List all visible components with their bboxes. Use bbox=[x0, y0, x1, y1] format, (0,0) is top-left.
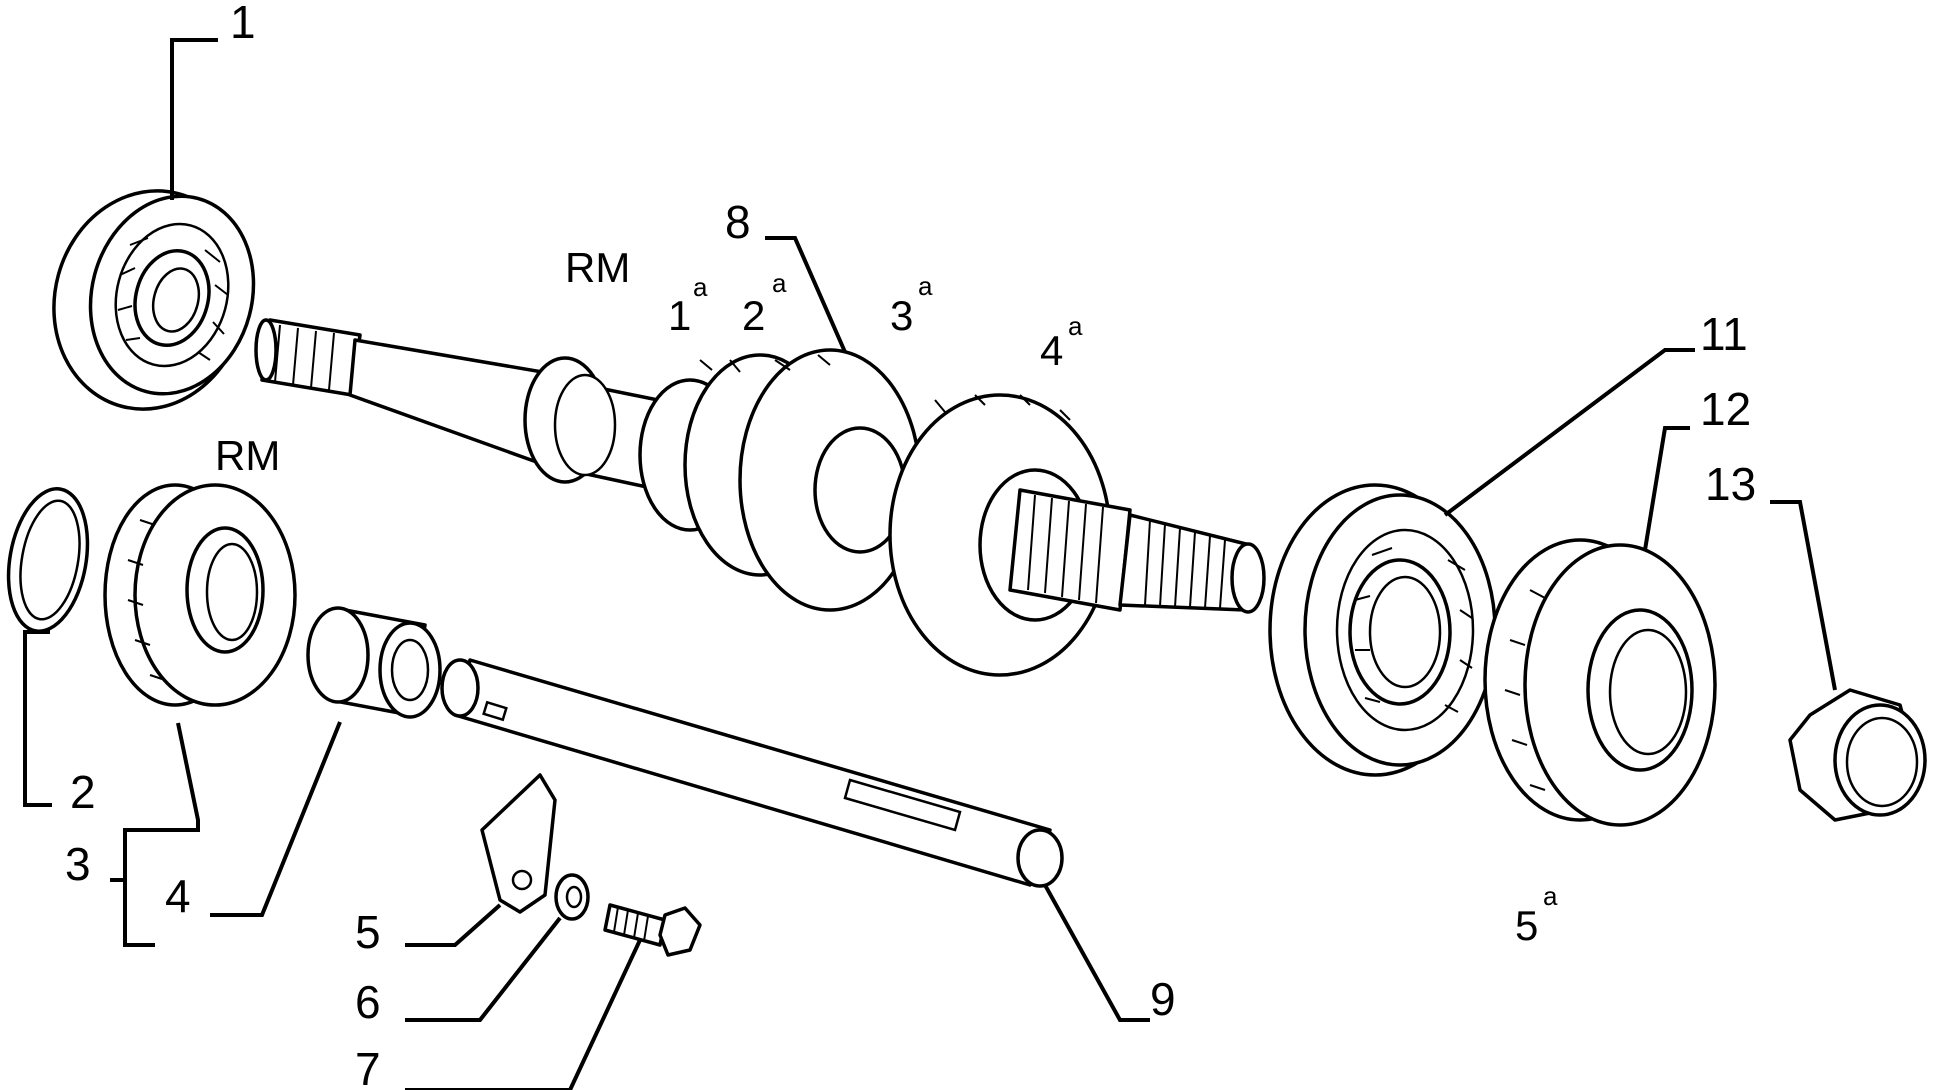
marker-gear-4: 4 bbox=[1040, 327, 1063, 374]
marker-gear-5: 5 bbox=[1515, 902, 1538, 949]
marker-gear-2-sup: a bbox=[772, 268, 787, 298]
callout-11: 11 bbox=[1700, 308, 1748, 360]
part-12-gear bbox=[1483, 538, 1717, 827]
gear-markers: RM RM 1 a 2 a 3 a 4 a 5 a bbox=[215, 244, 1558, 949]
part-3-reverse-gear bbox=[103, 483, 297, 707]
marker-gear-3-sup: a bbox=[918, 271, 933, 301]
marker-gear-1: 1 bbox=[668, 292, 691, 339]
leader-lines bbox=[23, 38, 1837, 1090]
part-9-shaft bbox=[440, 658, 1064, 888]
callout-6: 6 bbox=[355, 976, 381, 1028]
callout-13: 13 bbox=[1705, 458, 1756, 510]
part-2-ring bbox=[6, 487, 90, 633]
marker-rm-lower: RM bbox=[215, 432, 280, 479]
main-shaft-assembly bbox=[254, 318, 1266, 677]
marker-gear-1-sup: a bbox=[693, 272, 708, 302]
marker-gear-5-sup: a bbox=[1543, 881, 1558, 911]
callout-12: 12 bbox=[1700, 383, 1751, 435]
part-6-washer bbox=[554, 873, 590, 921]
part-5-plate bbox=[480, 773, 557, 914]
marker-rm-upper: RM bbox=[565, 244, 630, 291]
part-7-screw bbox=[603, 903, 702, 957]
callout-8: 8 bbox=[725, 196, 751, 248]
callout-1: 1 bbox=[230, 0, 256, 48]
part-11-bearing bbox=[1268, 483, 1497, 777]
part-4-bushing bbox=[306, 606, 442, 719]
callout-7: 7 bbox=[355, 1043, 381, 1090]
callout-4: 4 bbox=[165, 870, 191, 922]
marker-gear-3: 3 bbox=[890, 292, 913, 339]
callout-5: 5 bbox=[355, 906, 381, 958]
callout-2: 2 bbox=[70, 766, 96, 818]
marker-gear-4-sup: a bbox=[1068, 311, 1083, 341]
part-1-bearing bbox=[52, 189, 256, 411]
callout-labels: 1 2 3 4 5 6 7 8 9 11 12 13 bbox=[65, 0, 1756, 1090]
callout-9: 9 bbox=[1150, 973, 1176, 1025]
callout-3: 3 bbox=[65, 838, 91, 890]
marker-gear-2: 2 bbox=[742, 292, 765, 339]
part-13-nut bbox=[1788, 688, 1927, 822]
